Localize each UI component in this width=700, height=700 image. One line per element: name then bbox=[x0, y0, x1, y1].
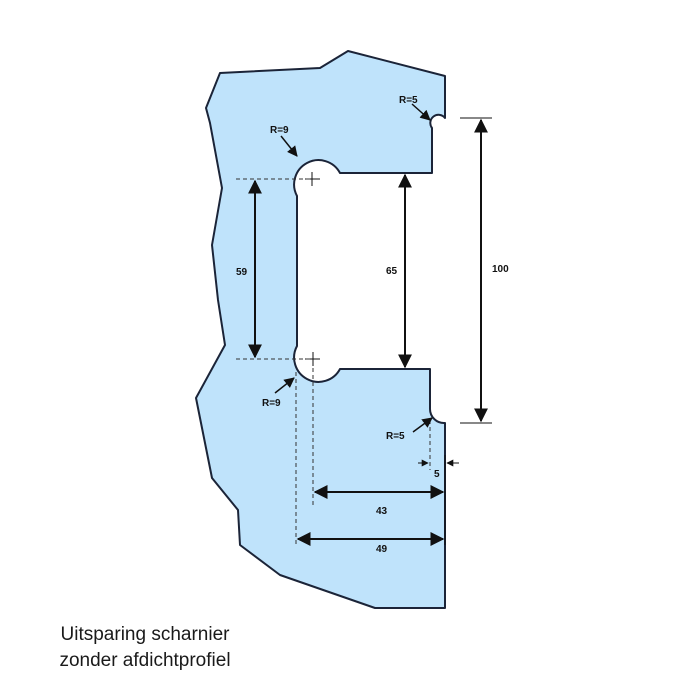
label-recess-depth: 49 bbox=[376, 544, 388, 555]
label-radius-top-right: R=5 bbox=[399, 95, 418, 106]
label-hole-spacing: 59 bbox=[236, 267, 248, 278]
construction-lines bbox=[236, 178, 431, 546]
extension-lines bbox=[444, 117, 492, 545]
glass-panel-shape bbox=[195, 50, 446, 609]
leader-r9-top bbox=[280, 135, 298, 157]
leader-r5-top bbox=[411, 103, 431, 121]
label-radius-bottom-left: R=9 bbox=[262, 398, 281, 409]
label-radius-bottom-right: R=5 bbox=[386, 431, 405, 442]
label-radius-top-left: R=9 bbox=[270, 125, 289, 136]
caption-line-1: Uitsparing scharnier bbox=[60, 624, 230, 645]
label-hole-offset: 43 bbox=[376, 506, 388, 517]
leader-r5-bottom bbox=[412, 417, 433, 433]
caption-line-2: zonder afdichtprofiel bbox=[59, 650, 231, 671]
label-notch-depth: 5 bbox=[434, 469, 440, 480]
caption: Uitsparing scharnier zonder afdichtprofi… bbox=[0, 622, 290, 674]
label-total-height: 100 bbox=[492, 264, 509, 275]
label-opening: 65 bbox=[386, 266, 398, 277]
leader-r9-bottom bbox=[274, 377, 295, 394]
